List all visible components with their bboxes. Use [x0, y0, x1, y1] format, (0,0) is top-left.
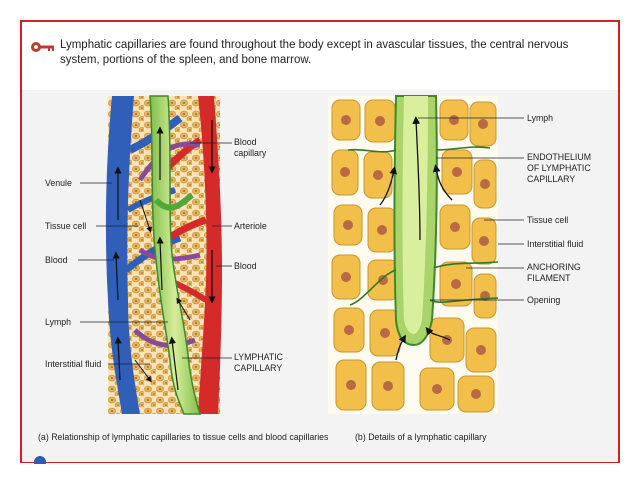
caption-panel-a: (a) Relationship of lymphatic capillarie…: [38, 432, 329, 442]
label-venule: Venule: [45, 178, 72, 188]
label-arteriole: Arteriole: [234, 221, 267, 231]
tissue-cells-b: [331, 99, 497, 413]
label-endothelium-2: OF LYMPHATIC: [527, 163, 591, 173]
label-anchoring-2: FILAMENT: [527, 273, 571, 283]
label-blood-capillary-1: Blood: [234, 137, 257, 147]
panel-b-illustration: [328, 95, 524, 414]
panel-a-illustration: [78, 95, 232, 415]
label-blood-left: Blood: [45, 255, 68, 265]
label-opening: Opening: [527, 295, 561, 305]
label-blood-right: Blood: [234, 261, 257, 271]
slide-corner-marker: [34, 456, 46, 464]
label-endothelium-3: CAPILLARY: [527, 174, 576, 184]
label-lymph-b: Lymph: [527, 113, 554, 123]
label-lymphatic-capillary-1: LYMPHATIC: [234, 352, 284, 362]
caption-panel-b: (b) Details of a lymphatic capillary: [355, 432, 487, 442]
headline-text: Lymphatic capillaries are found througho…: [60, 39, 569, 66]
arteriole-vessel: [198, 96, 222, 414]
label-interstitial-fluid-a: Interstitial fluid: [45, 359, 102, 369]
label-lymph-a: Lymph: [45, 317, 72, 327]
venule-vessel: [105, 96, 140, 414]
cell-nuclei-b: [340, 115, 490, 399]
label-anchoring-1: ANCHORING: [527, 262, 581, 272]
lymphatic-capillary-vessel: [149, 95, 202, 415]
label-blood-capillary-2: capillary: [234, 148, 267, 158]
label-endothelium-1: ENDOTHELIUM: [527, 152, 592, 162]
label-tissue-cell-b: Tissue cell: [527, 215, 569, 225]
label-tissue-cell-a: Tissue cell: [45, 221, 87, 231]
label-lymphatic-capillary-2: CAPILLARY: [234, 363, 283, 373]
label-interstitial-fluid-b: Interstitial fluid: [527, 239, 584, 249]
key-icon: [31, 42, 54, 52]
